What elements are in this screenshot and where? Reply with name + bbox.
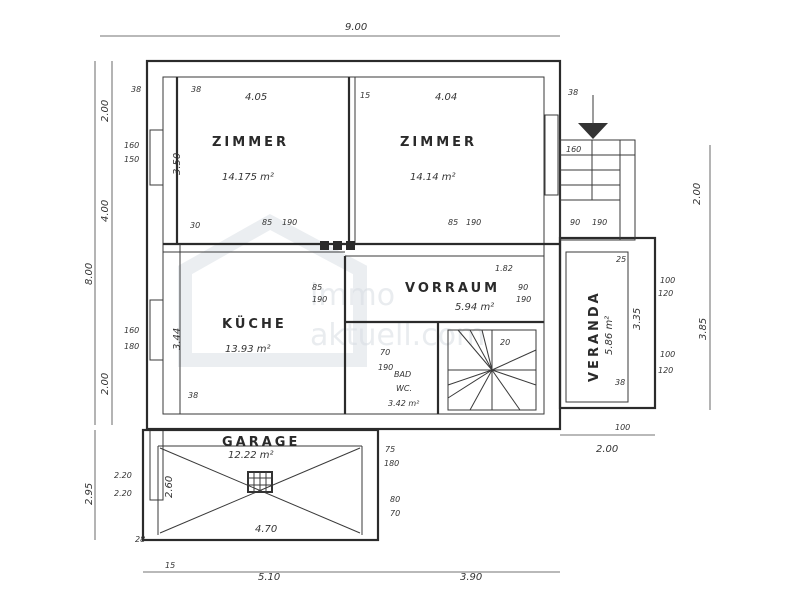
dim-veranda-width: 2.00 (596, 444, 618, 455)
dim-v-120b: 120 (658, 366, 673, 375)
dim-v-100a: 100 (660, 276, 675, 285)
dim-wall-15: 15 (360, 91, 370, 100)
dim-win-150-a: 150 (124, 155, 139, 164)
dim-wall-38b: 38 (191, 85, 201, 94)
dim-win-160-a: 160 (124, 141, 139, 150)
dim-win-160-b: 160 (124, 326, 139, 335)
dim-zimmer-right-w: 4.04 (435, 92, 457, 103)
dim-small-25: 25 (616, 255, 626, 264)
dim-win-180-b: 180 (124, 342, 139, 351)
dim-small-20: 20 (500, 338, 510, 347)
dim-door-190f: 190 (378, 363, 393, 372)
room-vorraum: VORRAUM (405, 281, 500, 296)
area-veranda: 5.86 m² (604, 316, 615, 355)
area-vorraum: 5.94 m² (455, 302, 494, 313)
dim-door-190c: 190 (312, 295, 327, 304)
room-zimmer-right: ZIMMER (400, 135, 477, 150)
room-bad: BAD (394, 370, 411, 379)
dim-left-total: 8.00 (84, 263, 95, 285)
dim-door-90b: 90 (570, 218, 580, 227)
dim-right-upper: 2.00 (692, 183, 703, 205)
watermark-text-1: immo (310, 278, 395, 313)
dim-win-180-c: 180 (384, 459, 399, 468)
dim-right-lower: 3.85 (698, 318, 709, 340)
garage-walls (141, 428, 380, 542)
dim-wall-38d: 38 (188, 391, 198, 400)
dim-left-upper: 2.00 (100, 100, 111, 122)
dim-left-mid: 4.00 (100, 200, 111, 222)
dim-door-85b: 85 (448, 218, 458, 227)
dim-win-80: 80 (390, 495, 400, 504)
dim-small-28: 28 (135, 535, 145, 544)
dim-top-total: 9.00 (345, 22, 367, 33)
area-zimmer-right: 14.14 m² (410, 172, 456, 183)
dim-g-220b: 2.20 (114, 489, 132, 498)
dim-door-90a: 90 (518, 283, 528, 292)
dim-door-85a: 85 (262, 218, 272, 227)
dim-g-220a: 2.20 (114, 471, 132, 480)
dim-door-190a: 190 (282, 218, 297, 227)
dim-wall-38a: 38 (131, 85, 141, 94)
dim-door-190b: 190 (466, 218, 481, 227)
room-kueche: KÜCHE (222, 316, 287, 332)
area-kueche: 13.93 m² (225, 344, 271, 355)
dim-v-100b: 100 (660, 350, 675, 359)
area-bad: 3.42 m² (388, 399, 420, 408)
veranda-walls (558, 95, 657, 410)
dim-veranda-h: 3.35 (632, 308, 643, 330)
area-zimmer-left: 14.175 m² (222, 172, 274, 183)
dim-door-190e: 190 (592, 218, 607, 227)
dim-small-15b: 15 (165, 561, 175, 570)
dim-garage-inner-h: 2.60 (164, 476, 175, 498)
room-zimmer-left: ZIMMER (212, 135, 289, 150)
dim-zimmer-left-w: 4.05 (245, 92, 267, 103)
dim-door-190d: 190 (516, 295, 531, 304)
watermark-text-2: aktuell.com (310, 318, 485, 353)
dim-win-70: 70 (390, 509, 400, 518)
dim-wall-38c: 38 (568, 88, 578, 97)
dim-door-85c: 85 (312, 283, 322, 292)
dim-bottom-left: 5.10 (258, 572, 280, 583)
dim-win-75: 75 (385, 445, 395, 454)
dim-bottom-right: 3.90 (460, 572, 482, 583)
dim-small-38e: 38 (615, 378, 625, 387)
dim-v-100c: 100 (615, 423, 630, 432)
watermark: immo aktuell.com (178, 214, 485, 367)
dim-left-lower: 2.00 (100, 373, 111, 395)
dim-garage-height: 2.95 (84, 483, 95, 505)
dim-door-70: 70 (380, 348, 390, 357)
dim-wall-30: 30 (190, 221, 200, 230)
dim-v-120a: 120 (658, 289, 673, 298)
area-garage: 12.22 m² (228, 450, 274, 461)
dim-stair-160: 160 (566, 145, 581, 154)
room-garage: GARAGE (222, 435, 300, 450)
dim-zimmer-h: 3.50 (172, 153, 183, 175)
dimension-lines (94, 35, 711, 573)
dim-kueche-h: 3.44 (172, 328, 183, 350)
dim-garage-inner-w: 4.70 (255, 524, 277, 535)
room-bad-wc: WC. (396, 384, 412, 393)
dim-vorraum-w: 1.82 (495, 264, 513, 273)
room-veranda: VERANDA (587, 290, 602, 382)
